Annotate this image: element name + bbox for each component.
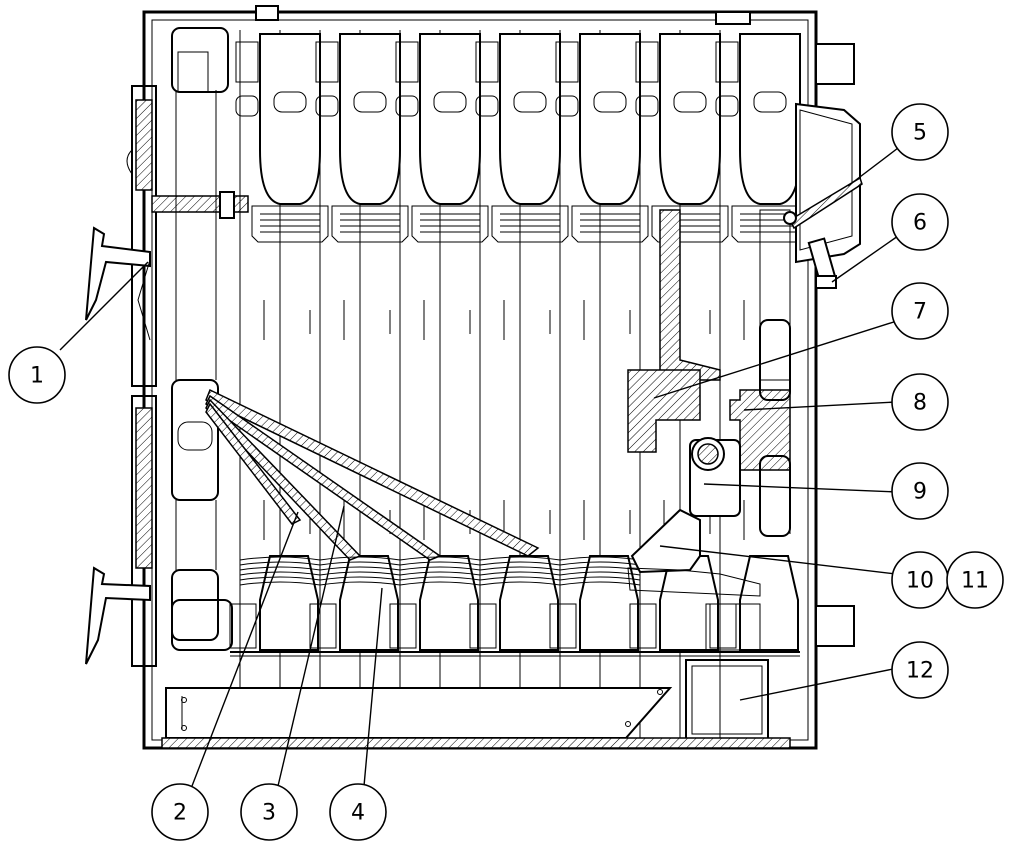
front-door-lower xyxy=(131,395,157,667)
callout-11: 11 xyxy=(946,551,1004,609)
upper-header-1 xyxy=(259,33,321,205)
callout-2-label: 2 xyxy=(173,801,187,826)
callout-6: 6 xyxy=(891,193,949,251)
callout-4: 4 xyxy=(329,783,387,841)
callout-8: 8 xyxy=(891,373,949,431)
upper-header-3 xyxy=(419,33,481,205)
lower-headers xyxy=(171,555,799,651)
callout-9-label: 9 xyxy=(913,480,927,505)
callout-6-label: 6 xyxy=(913,211,927,236)
callout-3-label: 3 xyxy=(262,801,276,826)
callout-11-label: 11 xyxy=(961,569,989,594)
callout-9: 9 xyxy=(891,462,949,520)
door-handle-lower xyxy=(85,566,151,665)
lower-header-7 xyxy=(739,555,799,651)
callout-12: 12 xyxy=(891,641,949,699)
door-handle-upper xyxy=(85,226,151,341)
front-door-upper xyxy=(126,85,157,387)
callout-10: 10 xyxy=(891,551,949,609)
upper-header-2 xyxy=(339,33,401,205)
upper-header-7 xyxy=(739,33,801,205)
lower-header-5 xyxy=(579,555,639,651)
lower-grate xyxy=(230,556,800,657)
lower-header-2 xyxy=(339,555,399,651)
callout-5: 5 xyxy=(891,103,949,161)
callout-3: 3 xyxy=(240,783,298,841)
callout-10-label: 10 xyxy=(906,569,934,594)
ash-box xyxy=(684,655,800,741)
leader-lines xyxy=(59,147,901,787)
upper-header-6 xyxy=(659,33,721,205)
callout-1-label: 1 xyxy=(30,364,44,389)
callout-7: 7 xyxy=(891,282,949,340)
inclined-baffles xyxy=(205,388,540,561)
lower-header-1 xyxy=(259,555,319,651)
callout-2: 2 xyxy=(151,783,209,841)
callout-1: 1 xyxy=(8,346,66,404)
upper-header-5 xyxy=(579,33,641,205)
upper-header-4 xyxy=(499,33,561,205)
air-flap-mechanism xyxy=(627,437,761,597)
callout-5-label: 5 xyxy=(913,121,927,146)
lower-header-4 xyxy=(499,555,559,651)
upper-tie-rod xyxy=(151,191,249,219)
left-section xyxy=(171,27,229,641)
ash-pan xyxy=(161,687,791,749)
callout-8-label: 8 xyxy=(913,391,927,416)
callout-12-label: 12 xyxy=(906,659,934,684)
lower-header-3 xyxy=(419,555,479,651)
upper-headers xyxy=(235,33,809,243)
callouts: 1 2 3 4 5 6 7 8 xyxy=(8,103,1004,841)
flue-outlet xyxy=(783,43,863,647)
callout-4-label: 4 xyxy=(351,801,365,826)
callout-7-label: 7 xyxy=(913,300,927,325)
